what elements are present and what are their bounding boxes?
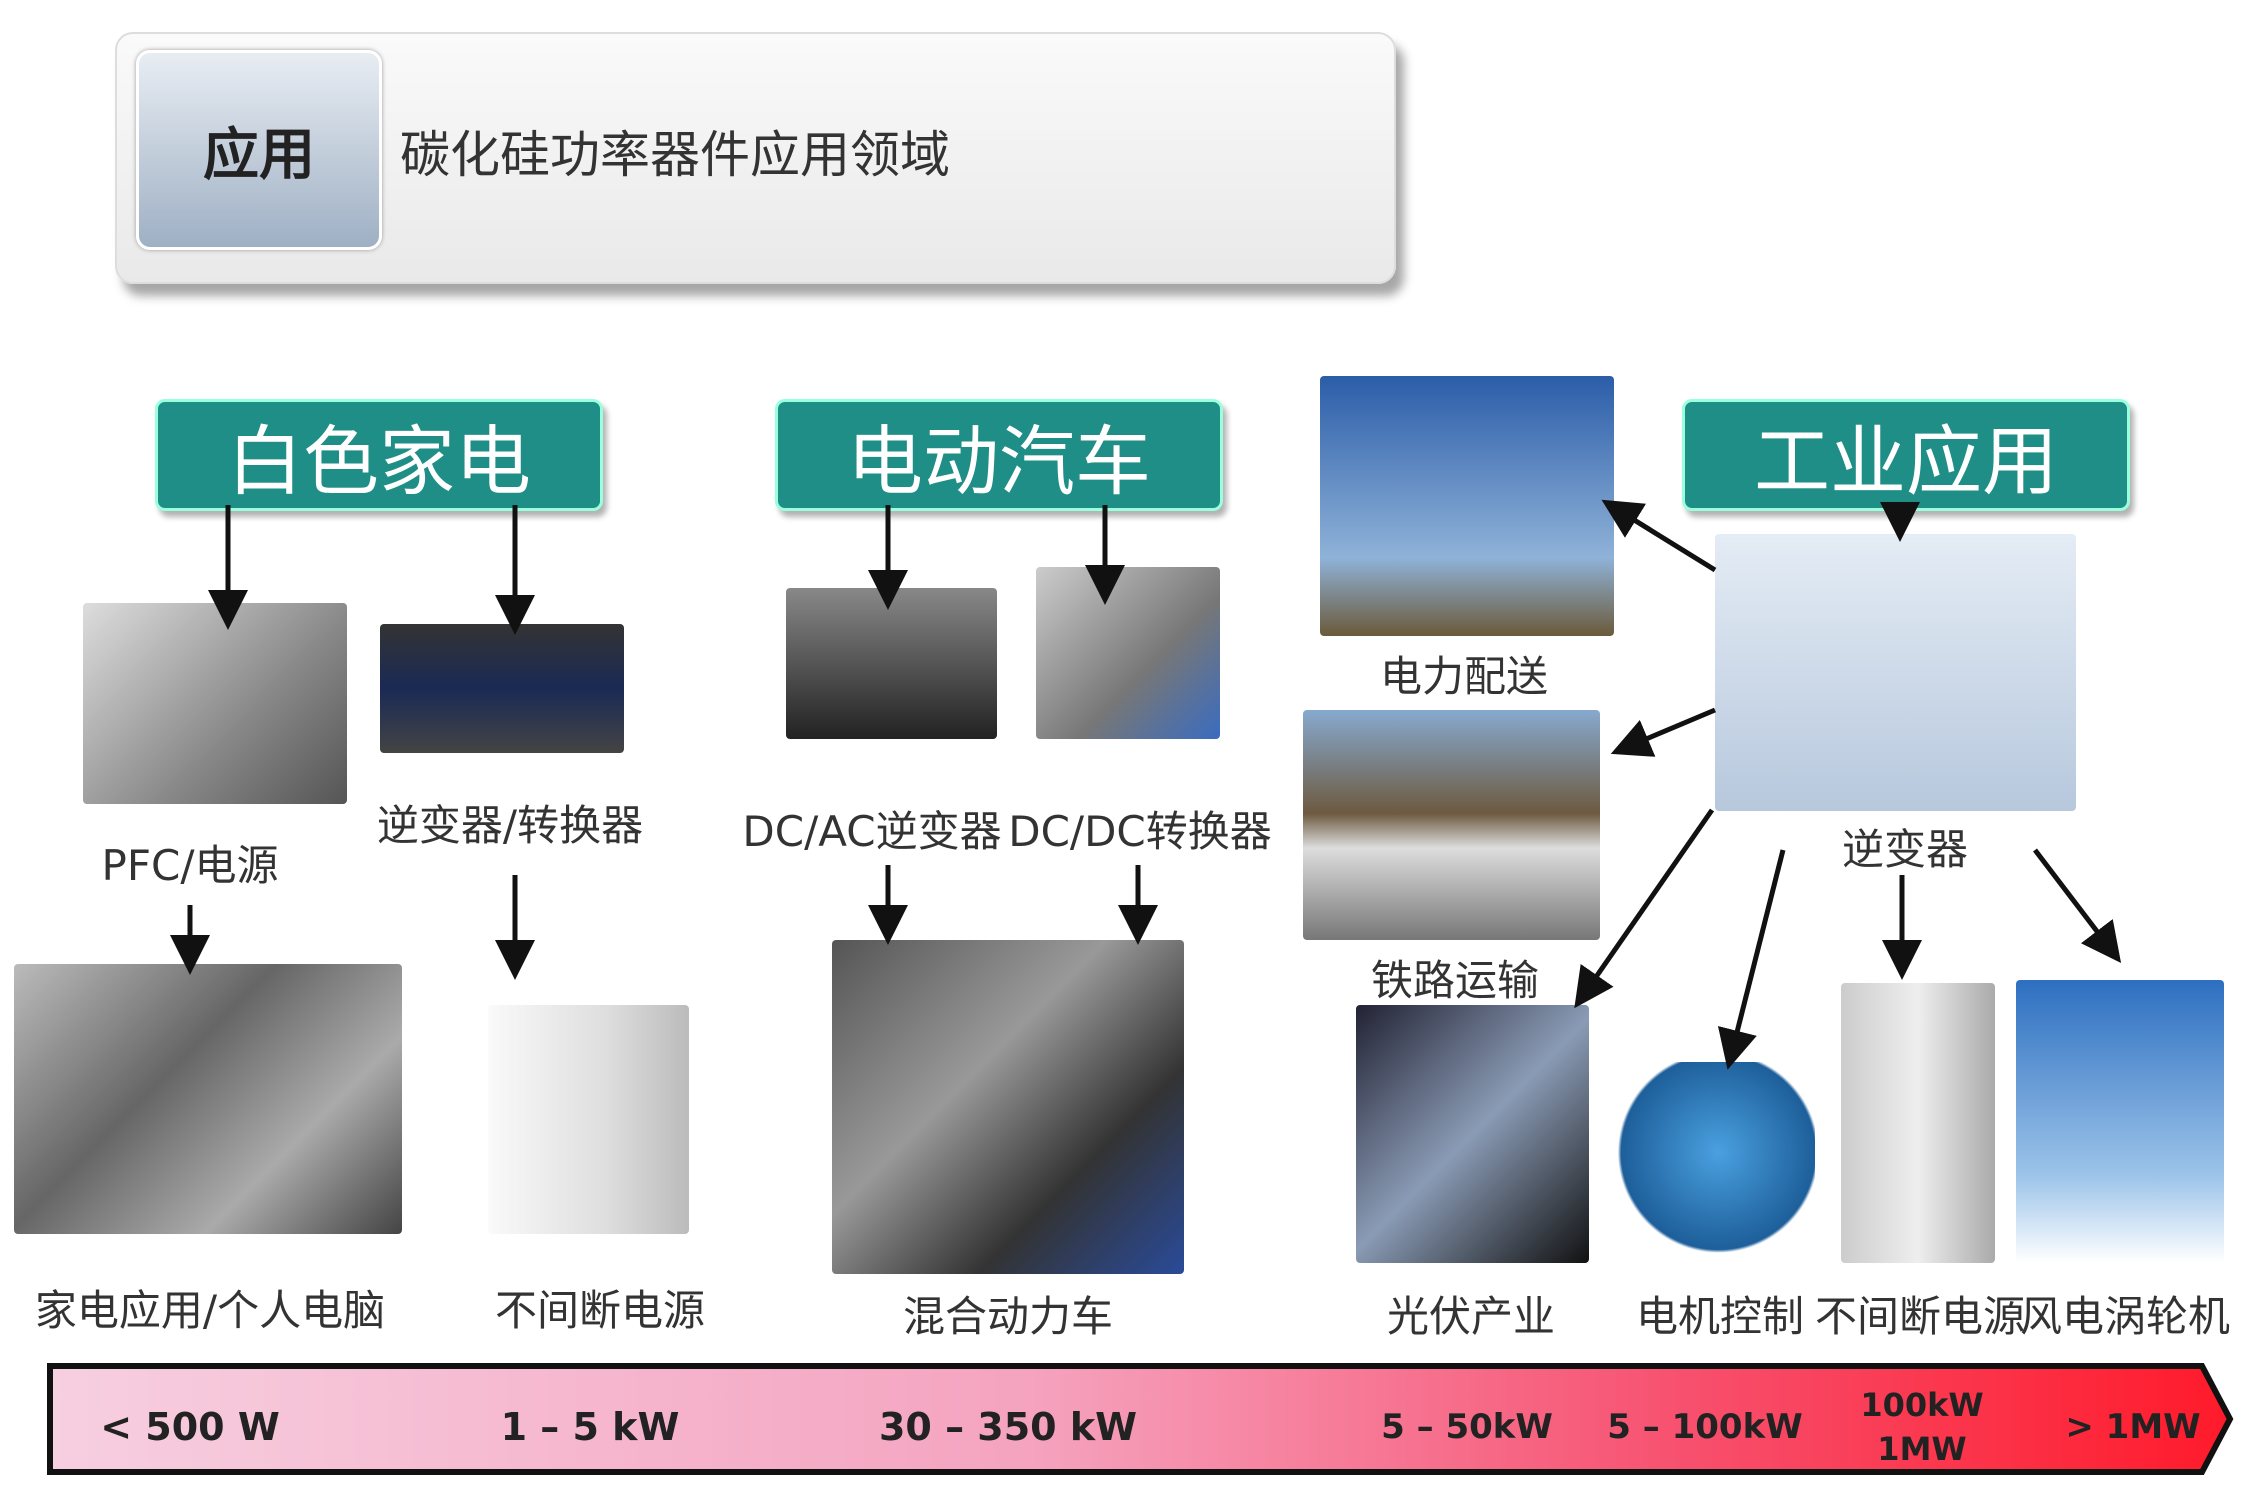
motor-image (1600, 1062, 1815, 1263)
label-home-pc: 家电应用/个人电脑 (34, 1286, 386, 1335)
label-ups: 不间断电源 (494, 1286, 706, 1335)
appliances-image (14, 964, 402, 1234)
power-supply-image (83, 603, 347, 804)
scale-label-6: > 1MW (2065, 1407, 2201, 1447)
label-rail: 铁路运输 (1370, 956, 1540, 1005)
label-dcdc: DC/DC转换器 (1008, 807, 1272, 856)
scale-label-0: < 500 W (100, 1405, 280, 1449)
category-industrial: 工业应用 (1682, 399, 2130, 511)
hybrid-car-image (832, 940, 1184, 1274)
label-wind: 风电涡轮机 (2019, 1292, 2231, 1341)
header-tag: 应用 (136, 50, 382, 250)
scale-label-3: 5 – 50kW (1381, 1407, 1553, 1447)
wind-turbine-image (2016, 980, 2224, 1263)
category-ev: 电动汽车 (775, 399, 1223, 511)
inverter-board-image (380, 624, 624, 753)
label-inverter-converter: 逆变器/转换器 (376, 801, 644, 850)
dcac-inverter-image (786, 588, 997, 739)
scale-label-4: 5 – 100kW (1607, 1407, 1803, 1447)
page-title: 碳化硅功率器件应用领域 (400, 126, 950, 184)
label-pv: 光伏产业 (1386, 1292, 1556, 1341)
ups-image (488, 1005, 689, 1234)
label-ups-industrial: 不间断电源 (1814, 1292, 2026, 1341)
industrial-inverter-image (1715, 534, 2076, 811)
label-pfc: PFC/电源 (101, 841, 279, 890)
dcdc-converter-image (1036, 567, 1220, 739)
power-line-image (1320, 376, 1614, 636)
power-scale-bar (47, 1363, 2234, 1475)
label-dcac: DC/AC逆变器 (742, 807, 1002, 856)
scale-label-5: 100kW 1MW (1860, 1386, 1984, 1468)
label-inverter: 逆变器 (1841, 825, 1969, 874)
label-power-distribution: 电力配送 (1379, 652, 1549, 701)
train-image (1303, 710, 1600, 940)
scale-label-2: 30 – 350 kW (878, 1405, 1138, 1449)
solar-panel-image (1356, 1005, 1589, 1263)
ups-cabinet-image (1841, 983, 1995, 1263)
label-hybrid: 混合动力车 (902, 1292, 1114, 1341)
category-appliance: 白色家电 (155, 399, 603, 511)
label-motor: 电机控制 (1635, 1292, 1805, 1341)
scale-label-1: 1 – 5 kW (500, 1405, 680, 1449)
